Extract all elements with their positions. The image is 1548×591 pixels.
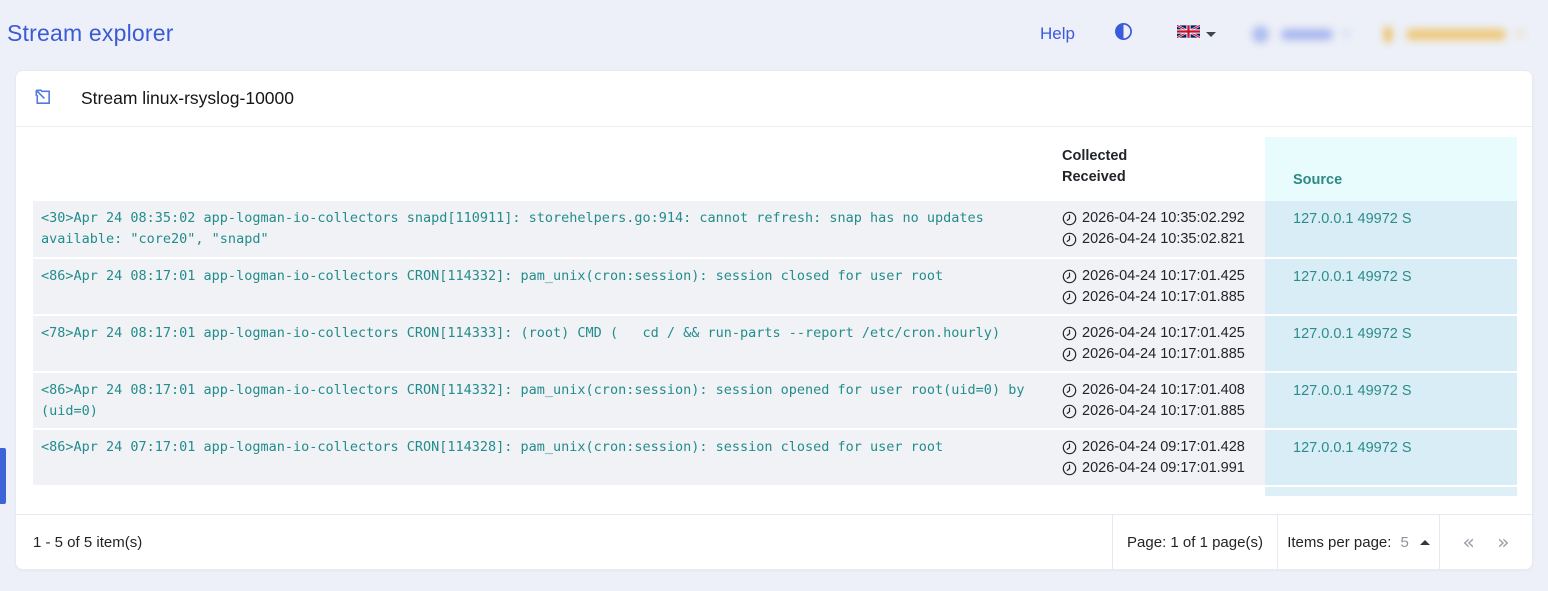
items-per-page-label: Items per page: — [1287, 533, 1392, 551]
language-dropdown[interactable] — [1176, 24, 1216, 44]
received-timestamp: 2026-04-24 09:17:01.991 — [1062, 458, 1265, 479]
pagination-bar: 1 - 5 of 5 item(s) Page: 1 of 1 page(s) … — [16, 514, 1532, 569]
page-summary: Page: 1 of 1 page(s) — [1112, 515, 1277, 569]
received-timestamp: 2026-04-24 10:17:01.885 — [1062, 287, 1265, 308]
chevron-down-icon — [1341, 31, 1351, 37]
tenant-icon — [1384, 26, 1392, 42]
clock-icon — [1062, 290, 1077, 305]
log-timestamps: 2026-04-24 10:17:01.425 2026-04-24 10:17… — [1062, 315, 1265, 373]
user-name-redacted — [1281, 28, 1333, 40]
clock-icon — [1062, 440, 1077, 455]
theme-toggle-button[interactable] — [1114, 22, 1133, 46]
table-filler-row — [33, 486, 1517, 496]
collected-timestamp: 2026-04-24 10:17:01.408 — [1062, 380, 1265, 401]
log-row[interactable]: <86>Apr 24 08:17:01 app-logman-io-collec… — [33, 258, 1517, 316]
items-per-page: Items per page: 5 — [1277, 515, 1439, 569]
collected-timestamp: 2026-04-24 09:17:01.428 — [1062, 437, 1265, 458]
stream-title: Stream linux-rsyslog-10000 — [81, 88, 295, 108]
page-title: Stream explorer — [7, 20, 174, 46]
clock-icon — [1062, 232, 1077, 247]
log-table: Collected Received Source <30>Apr 24 08:… — [33, 127, 1517, 496]
log-source: 127.0.0.1 49972 S — [1265, 258, 1517, 316]
log-table-wrap: Collected Received Source <30>Apr 24 08:… — [16, 127, 1532, 496]
log-timestamps: 2026-04-24 10:17:01.425 2026-04-24 10:17… — [1062, 258, 1265, 316]
log-source: 127.0.0.1 49972 S — [1265, 429, 1517, 487]
collected-timestamp: 2026-04-24 10:17:01.425 — [1062, 323, 1265, 344]
log-message: <86>Apr 24 08:17:01 app-logman-io-collec… — [33, 372, 1062, 430]
table-header-row: Collected Received Source — [33, 127, 1517, 201]
clock-icon — [1062, 404, 1077, 419]
column-header-source: Source — [1265, 127, 1517, 201]
log-message: <86>Apr 24 08:17:01 app-logman-io-collec… — [33, 258, 1062, 316]
uk-flag-icon — [1176, 24, 1201, 44]
half-circle-icon — [1114, 22, 1133, 46]
last-page-button[interactable]: » — [1497, 530, 1510, 554]
clock-icon — [1062, 347, 1077, 362]
log-row[interactable]: <86>Apr 24 07:17:01 app-logman-io-collec… — [33, 429, 1517, 487]
tenant-name-redacted — [1406, 28, 1506, 40]
chevron-down-icon — [1206, 31, 1216, 37]
collected-timestamp: 2026-04-24 10:35:02.292 — [1062, 208, 1265, 229]
log-row[interactable]: <86>Apr 24 08:17:01 app-logman-io-collec… — [33, 372, 1517, 430]
stream-card: Stream linux-rsyslog-10000 Collected Rec… — [15, 70, 1533, 570]
clock-icon — [1062, 326, 1077, 341]
column-header-received: Received — [1062, 169, 1126, 185]
received-timestamp: 2026-04-24 10:35:02.821 — [1062, 229, 1265, 250]
chevron-down-icon — [1515, 31, 1525, 37]
items-per-page-select[interactable]: 5 — [1400, 533, 1409, 551]
pagination-controls: « » — [1439, 515, 1532, 569]
expand-button[interactable] — [32, 89, 52, 109]
user-avatar-icon — [1252, 25, 1269, 43]
left-edge-indicator — [0, 448, 6, 504]
received-timestamp: 2026-04-24 10:17:01.885 — [1062, 344, 1265, 365]
source-column-tail — [1265, 486, 1517, 496]
stream-card-header: Stream linux-rsyslog-10000 — [16, 71, 1532, 127]
log-source: 127.0.0.1 49972 S — [1265, 315, 1517, 373]
clock-icon — [1062, 211, 1077, 226]
log-message: <78>Apr 24 08:17:01 app-logman-io-collec… — [33, 315, 1062, 373]
caret-up-icon[interactable] — [1419, 539, 1430, 545]
log-message: <86>Apr 24 07:17:01 app-logman-io-collec… — [33, 429, 1062, 487]
clock-icon — [1062, 383, 1077, 398]
column-header-timestamps: Collected Received — [1062, 127, 1265, 201]
column-header-collected: Collected — [1062, 148, 1128, 164]
first-page-button[interactable]: « — [1462, 530, 1475, 554]
clock-icon — [1062, 269, 1077, 284]
header-actions: Help — [1040, 0, 1525, 68]
log-row[interactable]: <30>Apr 24 08:35:02 app-logman-io-collec… — [33, 201, 1517, 259]
log-row[interactable]: <78>Apr 24 08:17:01 app-logman-io-collec… — [33, 315, 1517, 373]
log-timestamps: 2026-04-24 10:17:01.408 2026-04-24 10:17… — [1062, 372, 1265, 430]
items-summary: 1 - 5 of 5 item(s) — [33, 533, 143, 551]
log-source: 127.0.0.1 49972 S — [1265, 372, 1517, 430]
log-timestamps: 2026-04-24 09:17:01.428 2026-04-24 09:17… — [1062, 429, 1265, 487]
log-source: 127.0.0.1 49972 S — [1265, 201, 1517, 259]
collected-timestamp: 2026-04-24 10:17:01.425 — [1062, 266, 1265, 287]
column-header-message — [33, 127, 1062, 201]
pop-in-arrow-icon — [33, 87, 52, 111]
user-menu-blurred[interactable] — [1252, 25, 1351, 43]
log-message: <30>Apr 24 08:35:02 app-logman-io-collec… — [33, 201, 1062, 259]
received-timestamp: 2026-04-24 10:17:01.885 — [1062, 401, 1265, 422]
log-timestamps: 2026-04-24 10:35:02.292 2026-04-24 10:35… — [1062, 201, 1265, 259]
clock-icon — [1062, 461, 1077, 476]
help-link[interactable]: Help — [1040, 24, 1075, 43]
tenant-menu-blurred[interactable] — [1384, 26, 1525, 42]
